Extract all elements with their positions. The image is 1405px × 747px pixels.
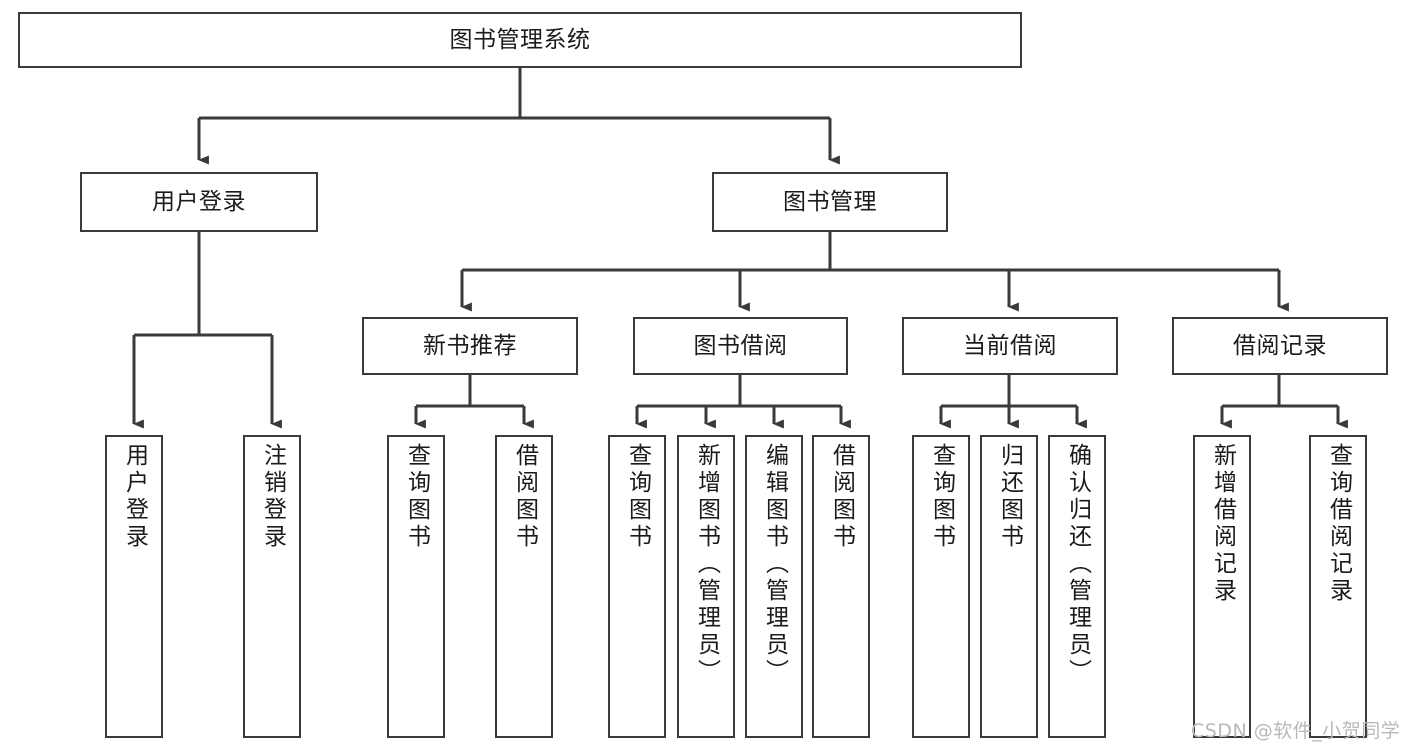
node-leaf-add-record-label: 新增借阅记录 (1209, 443, 1236, 605)
node-borrow-record[interactable]: 借阅记录 (1172, 317, 1388, 375)
node-leaf-confirm-return-label: 确认归还（管理员） (1064, 443, 1091, 686)
node-user-login[interactable]: 用户登录 (80, 172, 318, 232)
node-book-borrow-label: 图书借阅 (693, 332, 788, 359)
node-leaf-borrow-book-2-label: 借阅图书 (828, 443, 855, 551)
node-leaf-borrow-book-1-label: 借阅图书 (511, 443, 538, 551)
node-current-borrow[interactable]: 当前借阅 (902, 317, 1118, 375)
node-leaf-return-book-label: 归还图书 (996, 443, 1023, 551)
node-root-label: 图书管理系统 (449, 26, 591, 53)
node-book-borrow[interactable]: 图书借阅 (633, 317, 848, 375)
node-leaf-logout-login-label: 注销登录 (259, 443, 286, 551)
node-user-login-label: 用户登录 (152, 188, 246, 215)
node-leaf-query-record[interactable]: 查询借阅记录 (1309, 435, 1367, 738)
node-book-management-label: 图书管理 (783, 188, 877, 215)
node-leaf-borrow-book-1[interactable]: 借阅图书 (495, 435, 553, 738)
node-leaf-add-book[interactable]: 新增图书（管理员） (677, 435, 735, 738)
node-leaf-user-login-label: 用户登录 (121, 443, 148, 551)
node-leaf-query-book-3[interactable]: 查询图书 (912, 435, 970, 738)
node-borrow-record-label: 借阅记录 (1233, 332, 1327, 359)
node-leaf-add-book-label: 新增图书（管理员） (693, 443, 720, 686)
node-leaf-add-record[interactable]: 新增借阅记录 (1193, 435, 1251, 738)
node-leaf-query-book-1-label: 查询图书 (403, 443, 430, 551)
node-leaf-query-record-label: 查询借阅记录 (1325, 443, 1352, 605)
node-leaf-borrow-book-2[interactable]: 借阅图书 (812, 435, 870, 738)
node-leaf-logout-login[interactable]: 注销登录 (243, 435, 301, 738)
node-leaf-user-login[interactable]: 用户登录 (105, 435, 163, 738)
node-new-book-recommend-label: 新书推荐 (423, 332, 517, 359)
node-leaf-edit-book[interactable]: 编辑图书（管理员） (745, 435, 803, 738)
node-new-book-recommend[interactable]: 新书推荐 (362, 317, 578, 375)
node-book-management[interactable]: 图书管理 (712, 172, 948, 232)
csdn-watermark: CSDN @软件_小贺同学 (1191, 720, 1401, 742)
node-leaf-confirm-return[interactable]: 确认归还（管理员） (1048, 435, 1106, 738)
node-leaf-query-book-2-label: 查询图书 (624, 443, 651, 551)
node-leaf-query-book-3-label: 查询图书 (928, 443, 955, 551)
node-current-borrow-label: 当前借阅 (963, 332, 1057, 359)
node-leaf-query-book-1[interactable]: 查询图书 (387, 435, 445, 738)
node-leaf-query-book-2[interactable]: 查询图书 (608, 435, 666, 738)
node-leaf-return-book[interactable]: 归还图书 (980, 435, 1038, 738)
node-leaf-edit-book-label: 编辑图书（管理员） (761, 443, 788, 686)
node-root[interactable]: 图书管理系统 (18, 12, 1022, 68)
